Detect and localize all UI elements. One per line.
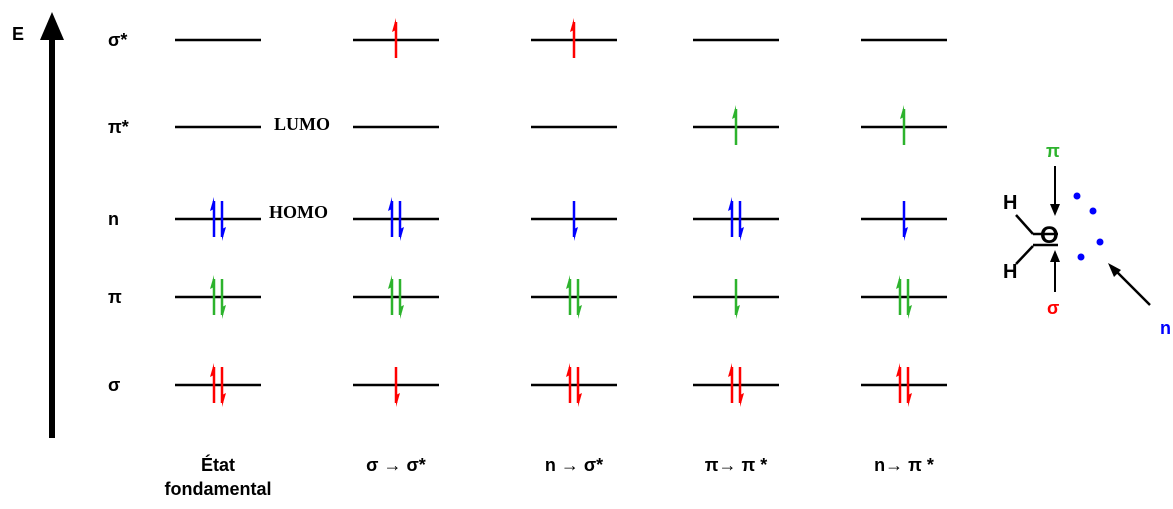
electron-down-head: [578, 305, 582, 319]
electron-down-head: [904, 227, 908, 241]
electron-up-head: [210, 197, 214, 211]
atom-h-bottom: H: [1003, 261, 1017, 283]
lone-pair-dot: [1077, 253, 1085, 261]
level-label: π*: [108, 117, 129, 137]
electron-down-head: [908, 305, 912, 319]
lone-pair-label: n: [1160, 318, 1171, 338]
level-label: n: [108, 209, 119, 229]
level-label: σ: [108, 375, 120, 395]
transition-label: n → σ*: [545, 455, 603, 475]
formaldehyde-molecule: H H O π σ n: [1003, 141, 1171, 338]
level-labels: σ* π* n π σ: [108, 30, 129, 395]
bond-c-h-top: [1015, 214, 1034, 235]
electron-up-head: [210, 275, 214, 289]
electron-down-head: [736, 305, 740, 319]
homo-label: HOMO: [269, 202, 328, 222]
electron-up-head: [566, 363, 570, 377]
n-pointer-line: [1114, 269, 1151, 306]
electron-up-head: [896, 363, 900, 377]
electron-up-head: [388, 275, 392, 289]
atom-oxygen: O: [1040, 222, 1059, 249]
orbital-column: [175, 38, 261, 407]
orbital-columns: [175, 18, 947, 407]
electron-up-head: [388, 197, 392, 211]
energy-axis: E: [12, 12, 64, 438]
sigma-pointer-arrowhead: [1050, 250, 1060, 262]
energy-axis-arrowhead: [40, 12, 64, 40]
electron-down-head: [222, 393, 226, 407]
atom-h-top: H: [1003, 192, 1017, 214]
electron-down-head: [222, 227, 226, 241]
sigma-bond-label: σ: [1047, 298, 1059, 318]
transition-labels: État fondamental σ → σ* n → σ* π→ π * n→ π *: [164, 454, 933, 499]
orbital-column: [861, 38, 947, 407]
electron-down-head: [222, 305, 226, 319]
electron-up-head: [566, 275, 570, 289]
lone-pair-dot: [1089, 207, 1097, 215]
n-pointer-arrowhead: [1108, 263, 1121, 277]
energy-axis-label: E: [12, 24, 24, 44]
transition-label: n→ π *: [874, 455, 934, 475]
transition-label: σ → σ*: [366, 455, 426, 475]
electron-down-head: [578, 393, 582, 407]
electron-down-head: [396, 393, 400, 407]
pi-pointer-arrowhead: [1050, 204, 1060, 216]
transition-label: π→ π *: [705, 455, 768, 475]
lone-pair-dot: [1096, 238, 1104, 246]
orbital-column: [531, 18, 617, 407]
electron-down-head: [908, 393, 912, 407]
electron-down-head: [400, 227, 404, 241]
electron-down-head: [574, 227, 578, 241]
electron-up-head: [392, 18, 396, 32]
electron-down-head: [740, 227, 744, 241]
electron-down-head: [740, 393, 744, 407]
bond-c-h-bottom: [1015, 245, 1034, 265]
level-label: σ*: [108, 30, 127, 50]
electron-up-head: [570, 18, 574, 32]
electron-up-head: [732, 105, 736, 119]
lumo-label: LUMO: [274, 114, 330, 134]
transition-label: État: [201, 454, 235, 475]
orbital-column: [353, 18, 439, 407]
electron-up-head: [210, 363, 214, 377]
electron-up-head: [900, 105, 904, 119]
pi-bond-label: π: [1046, 141, 1060, 161]
level-label: π: [108, 287, 122, 307]
electron-up-head: [896, 275, 900, 289]
lone-pair-dot: [1073, 192, 1081, 200]
orbital-column: [693, 38, 779, 407]
transition-label: fondamental: [164, 479, 271, 499]
electron-down-head: [400, 305, 404, 319]
electron-up-head: [728, 363, 732, 377]
electron-up-head: [728, 197, 732, 211]
